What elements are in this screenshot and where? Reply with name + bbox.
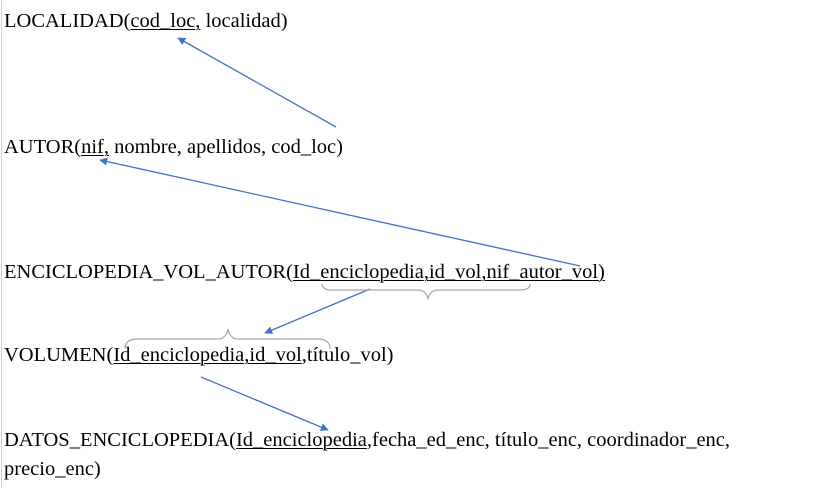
brace-eva-composite-key [321,283,531,300]
eva-sep-2: , [481,261,487,283]
table-localidad-open: ( [123,10,131,32]
table-volumen: VOLUMEN(Id_enciclopedia,id_vol,título_vo… [4,343,393,367]
eva-pk-id-enciclopedia: Id_enciclopedia [292,261,424,283]
localidad-pk-cod-loc: cod_loc, [130,10,201,32]
datos-attributes: ,fecha_ed_enc, título_enc, coordinador_e… [366,429,731,451]
table-datos-name: DATOS_ENCICLOPEDIA [4,429,230,451]
autor-pk-nif: nif, [81,136,109,158]
volumen-pk-id-enciclopedia: Id_enciclopedia [113,344,245,366]
eva-pk-id-vol: id_vol [428,261,482,283]
table-datos-enciclopedia: DATOS_ENCICLOPEDIA(Id_enciclopedia,fecha… [4,428,730,452]
table-autor: AUTOR(nif, nombre, apellidos, cod_loc) [4,135,343,159]
page-left-border [1,0,2,488]
fk-arrow-autor-to-localidad [177,37,337,128]
datos-attributes-continued: precio_enc) [4,458,101,480]
table-datos-open: ( [229,429,236,451]
volumen-sep-1: , [244,344,250,366]
table-enciclopedia-vol-autor: ENCICLOPEDIA_VOL_AUTOR(Id_enciclopedia,i… [4,260,605,284]
table-autor-open: ( [74,136,82,158]
autor-attributes: nombre, apellidos, cod_loc) [108,136,343,158]
table-localidad-name: LOCALIDAD [4,10,124,32]
table-volumen-name: VOLUMEN [4,344,107,366]
table-volumen-open: ( [106,344,114,366]
table-datos-enciclopedia-continued: precio_enc) [4,457,101,481]
fk-arrow-volumen-to-datos [200,376,329,431]
localidad-attributes: localidad) [200,10,288,32]
table-eva-open: ( [286,261,293,283]
eva-sep-1: , [423,261,429,283]
volumen-pk-id-vol: id_vol [249,344,302,366]
eva-pk-nif-autor-vol: nif_autor_vol) [486,261,605,283]
volumen-attributes: ,título_vol) [301,344,394,366]
table-eva-name: ENCICLOPEDIA_VOL_AUTOR [4,261,287,283]
fk-arrow-eva-to-volumen [264,288,371,334]
table-localidad: LOCALIDAD(cod_loc, localidad) [4,9,288,33]
fk-arrow-eva-to-autor [99,157,581,267]
datos-pk-id-enciclopedia: Id_enciclopedia [235,429,367,451]
table-autor-name: AUTOR [4,136,75,158]
